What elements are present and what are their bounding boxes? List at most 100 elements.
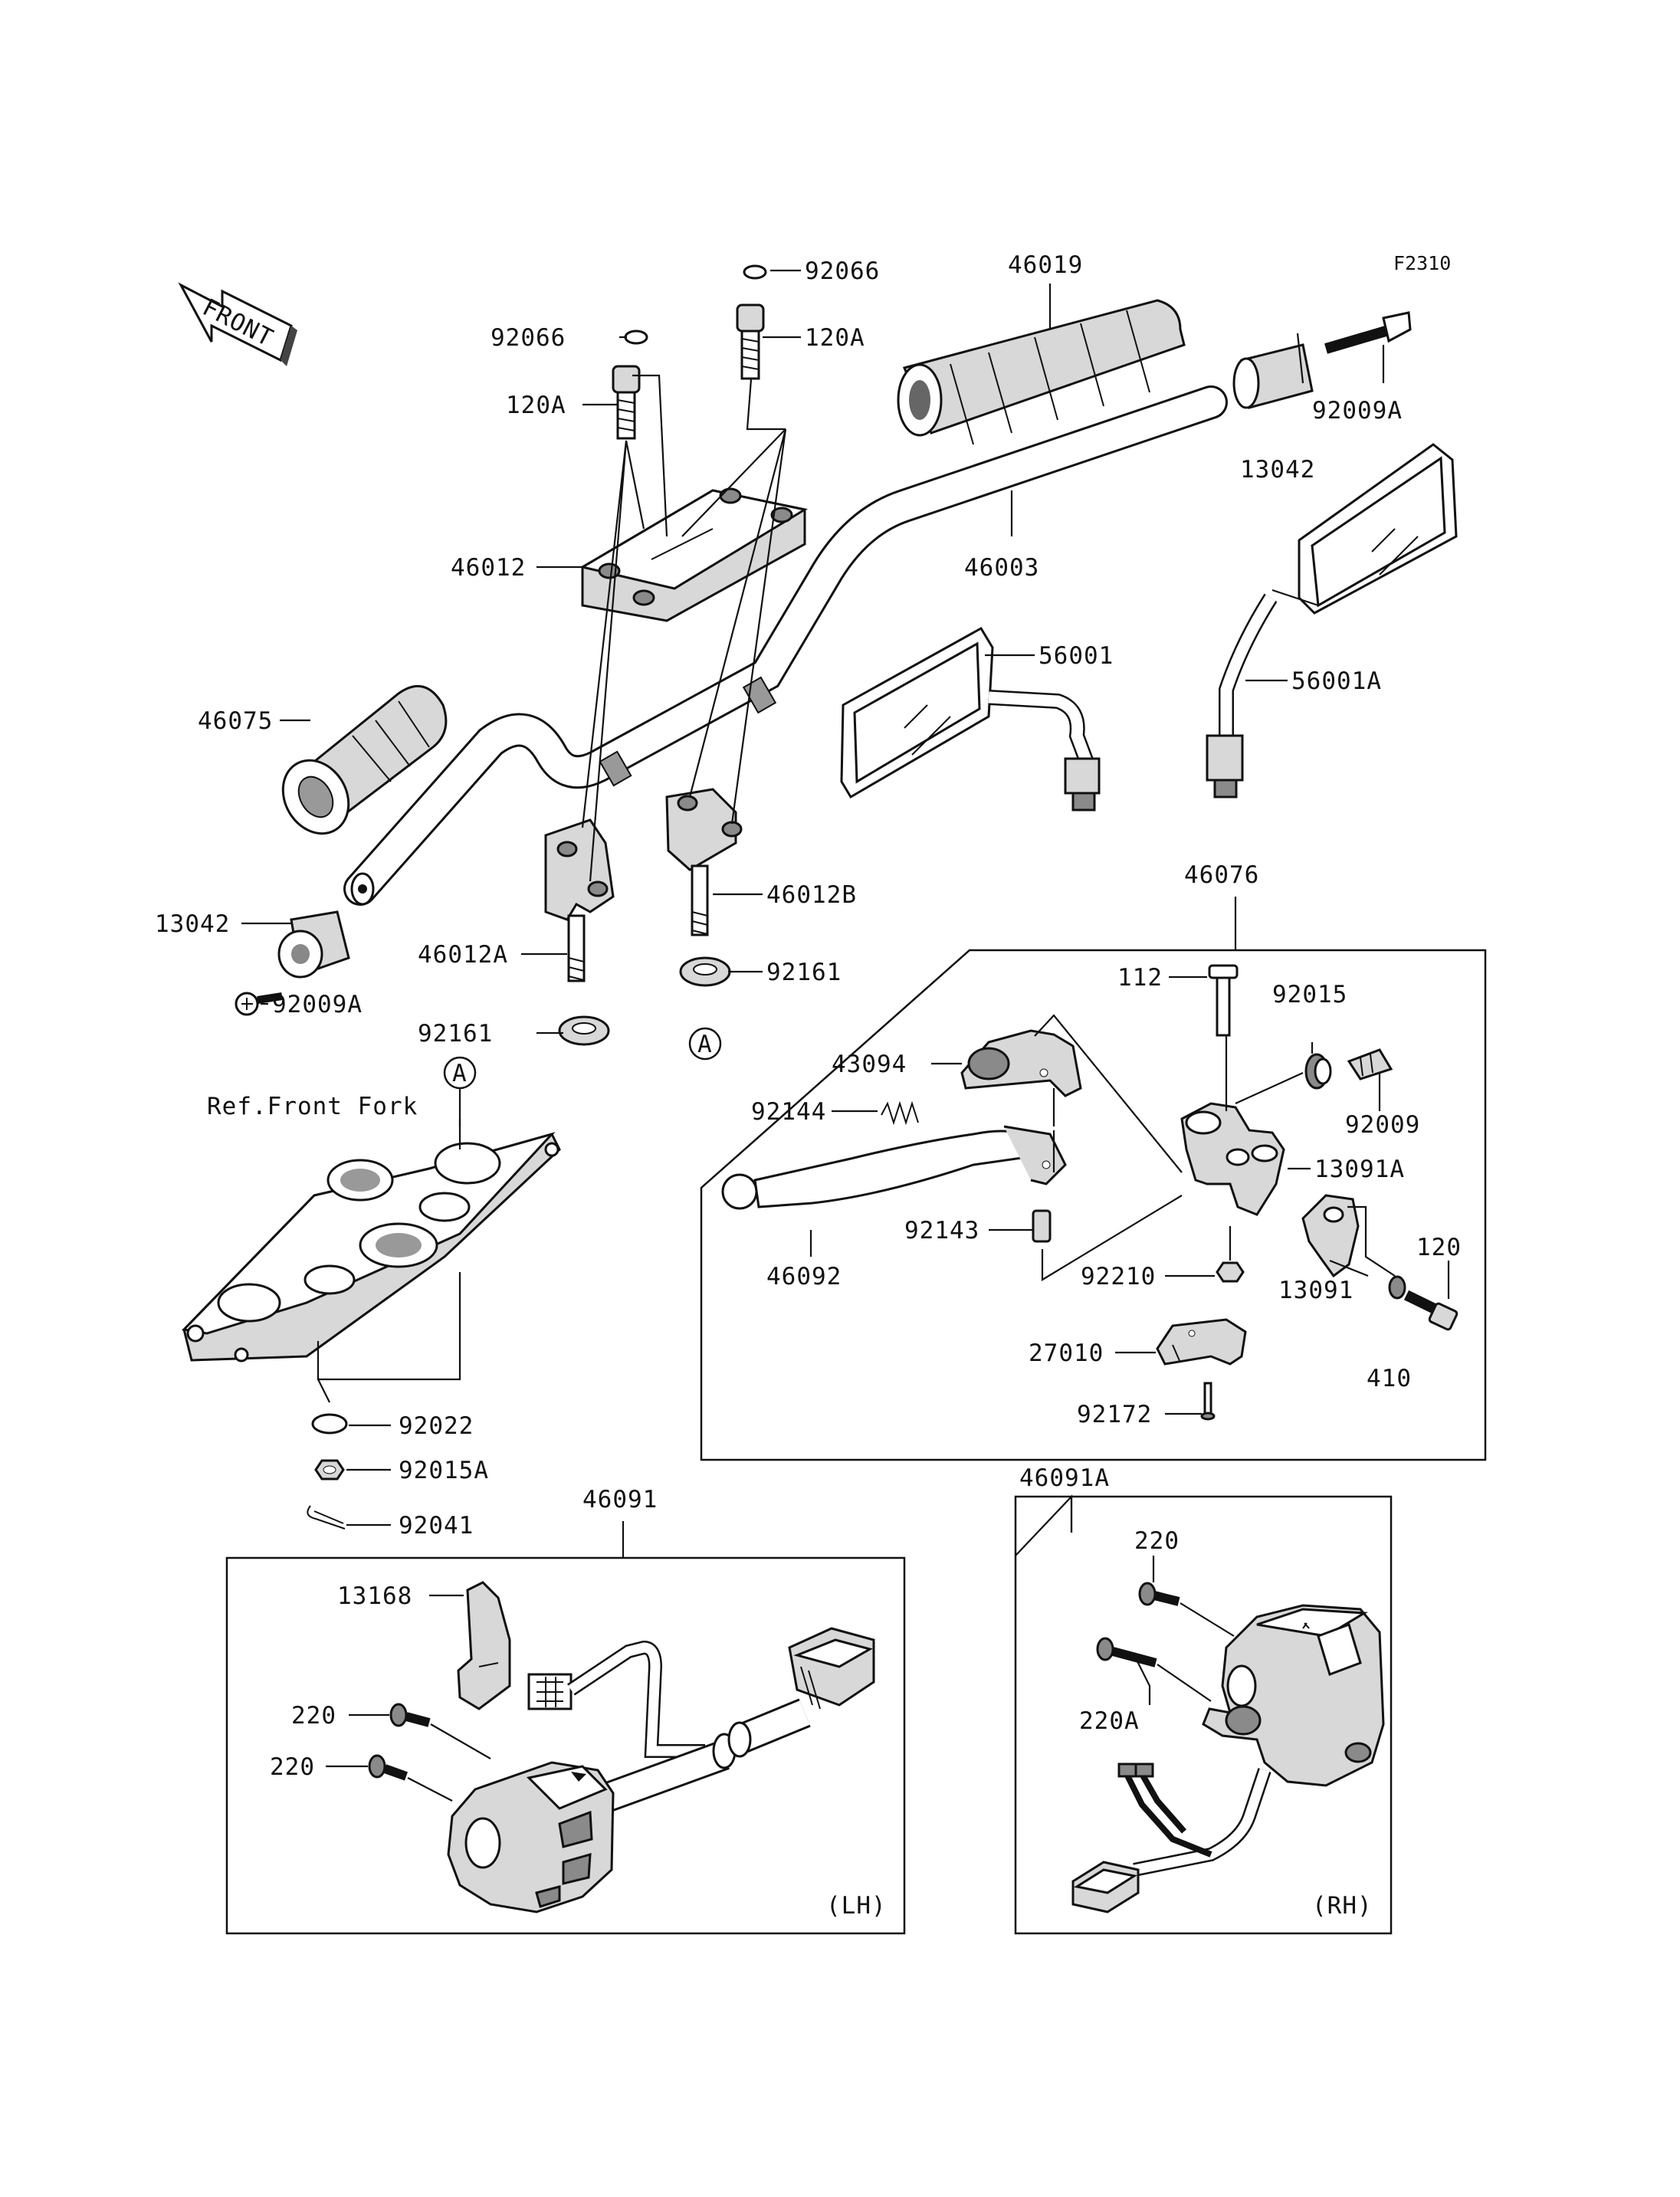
label-92210: 92210 xyxy=(1081,1263,1156,1290)
bolt-120a-left-icon xyxy=(612,365,641,440)
nut-92210-icon xyxy=(1216,1261,1245,1283)
label-13168: 13168 xyxy=(337,1582,412,1610)
label-46003: 46003 xyxy=(964,554,1039,582)
lower-holder-46012b xyxy=(665,788,743,936)
front-fork-bracket xyxy=(181,1132,561,1362)
label-120: 120 xyxy=(1416,1234,1462,1261)
washer-410-icon xyxy=(1388,1275,1406,1300)
screw-92009-icon xyxy=(1347,1048,1393,1080)
bolt-120a-top-icon xyxy=(736,303,765,380)
grip-46075 xyxy=(281,685,448,835)
part-labels: 92066 46019 92066 120A 120A 92009A 13042… xyxy=(155,251,1462,1781)
label-13042-left: 13042 xyxy=(155,910,230,938)
lower-holder-46012a xyxy=(544,818,615,982)
label-220a-rh: 220A xyxy=(1079,1707,1140,1735)
bar-end-13042-right-icon xyxy=(1232,343,1314,409)
label-120a-top: 120A xyxy=(805,324,865,352)
label-27010: 27010 xyxy=(1029,1340,1104,1367)
front-arrow-icon: FRONT xyxy=(178,282,297,366)
grip-46019 xyxy=(897,299,1186,445)
assembly-lines-holders xyxy=(581,374,787,882)
bolt-120-icon xyxy=(1403,1290,1459,1331)
label-46012b: 46012B xyxy=(766,881,857,909)
label-410: 410 xyxy=(1367,1365,1412,1392)
side-label-lh: (LH) xyxy=(826,1892,887,1920)
label-46092: 46092 xyxy=(766,1263,842,1290)
cap-92015-icon xyxy=(1304,1053,1332,1090)
screw-220-rh-icon xyxy=(1138,1582,1180,1606)
label-13091: 13091 xyxy=(1278,1277,1354,1304)
washer-92022-icon xyxy=(311,1413,348,1435)
switch-group-46091a-rh xyxy=(1014,1494,1393,1935)
callout-a-lower-label: A xyxy=(452,1060,468,1087)
label-leaders xyxy=(241,269,1450,1768)
label-92144: 92144 xyxy=(751,1098,826,1126)
label-13091a: 13091A xyxy=(1314,1156,1405,1183)
label-46012a: 46012A xyxy=(418,941,508,969)
cotter-pin-92041-icon xyxy=(307,1505,346,1530)
label-92022: 92022 xyxy=(399,1412,474,1440)
switch-housing-lh-icon xyxy=(447,1761,615,1913)
label-220-lh-upper: 220 xyxy=(291,1702,336,1730)
label-13042-right: 13042 xyxy=(1240,456,1315,484)
label-92015: 92015 xyxy=(1272,981,1347,1008)
spring-92144-icon xyxy=(881,1100,919,1126)
figure-code: F2310 xyxy=(1393,252,1451,274)
label-92066-left: 92066 xyxy=(491,324,566,352)
label-92172: 92172 xyxy=(1077,1401,1152,1428)
label-92161-right: 92161 xyxy=(766,959,842,986)
label-112: 112 xyxy=(1117,964,1163,992)
washer-92161-right-hole xyxy=(693,963,717,976)
label-220-lh-lower: 220 xyxy=(270,1753,315,1781)
switch-housing-rh-icon xyxy=(1202,1604,1385,1787)
handlebar-46003 xyxy=(343,385,1228,906)
label-92009a-left: 92009A xyxy=(272,991,363,1018)
brake-lever-group-46076 xyxy=(700,897,1487,1461)
washer-92161-left-hole xyxy=(572,1022,596,1035)
switch-group-46091-lh xyxy=(225,1521,906,1935)
wire-harness-rh-icon xyxy=(1071,1763,1271,1913)
mirror-56001-icon xyxy=(840,626,1101,812)
label-92041: 92041 xyxy=(399,1512,474,1540)
bar-end-13042-left-icon xyxy=(277,910,350,979)
ref-front-fork-note: Ref.Front Fork xyxy=(207,1093,418,1120)
mirror-56001a-icon xyxy=(1206,443,1458,798)
switch-27010-icon xyxy=(1156,1318,1247,1366)
screw-92172-icon xyxy=(1200,1382,1216,1421)
label-92161-left: 92161 xyxy=(418,1020,493,1048)
label-46075: 46075 xyxy=(198,707,273,735)
label-56001: 56001 xyxy=(1039,642,1114,670)
label-56001a: 56001A xyxy=(1291,667,1382,695)
master-cylinder-13091a-icon xyxy=(1180,1102,1285,1216)
callout-a-upper: A xyxy=(688,1027,722,1061)
screw-220-lh-lower-icon xyxy=(368,1754,409,1781)
label-46091a: 46091A xyxy=(1019,1464,1110,1492)
screw-92009a-right-icon xyxy=(1324,311,1412,354)
wire-harness-lh-icon xyxy=(527,1627,875,1815)
label-92009a-right: 92009A xyxy=(1312,397,1403,425)
upper-holder-46012 xyxy=(579,487,809,622)
label-92009: 92009 xyxy=(1345,1111,1420,1139)
label-46012: 46012 xyxy=(451,554,526,582)
label-46076: 46076 xyxy=(1184,861,1259,889)
side-label-rh: (RH) xyxy=(1312,1892,1373,1920)
label-120a-left: 120A xyxy=(506,392,566,419)
washer-92066-left-icon xyxy=(624,330,648,345)
screw-220-lh-upper-icon xyxy=(389,1703,431,1727)
fork-hardware-leader xyxy=(317,1272,461,1403)
screw-220a-rh-icon xyxy=(1096,1637,1157,1667)
label-46091: 46091 xyxy=(582,1486,658,1513)
label-220-rh: 220 xyxy=(1134,1527,1180,1555)
callout-a-lower: A xyxy=(443,1056,477,1090)
callout-a-upper-label: A xyxy=(697,1031,713,1058)
label-92143: 92143 xyxy=(904,1217,979,1244)
washer-92066-top-icon xyxy=(743,264,767,280)
lever-46092-icon xyxy=(721,1125,1067,1210)
label-92066-top: 92066 xyxy=(805,257,880,285)
nut-92015a-icon xyxy=(314,1459,345,1481)
screw-92009a-left-icon xyxy=(235,992,283,1016)
label-46019: 46019 xyxy=(1008,251,1083,279)
cover-13168-icon xyxy=(457,1581,511,1710)
label-43094: 43094 xyxy=(832,1051,907,1078)
